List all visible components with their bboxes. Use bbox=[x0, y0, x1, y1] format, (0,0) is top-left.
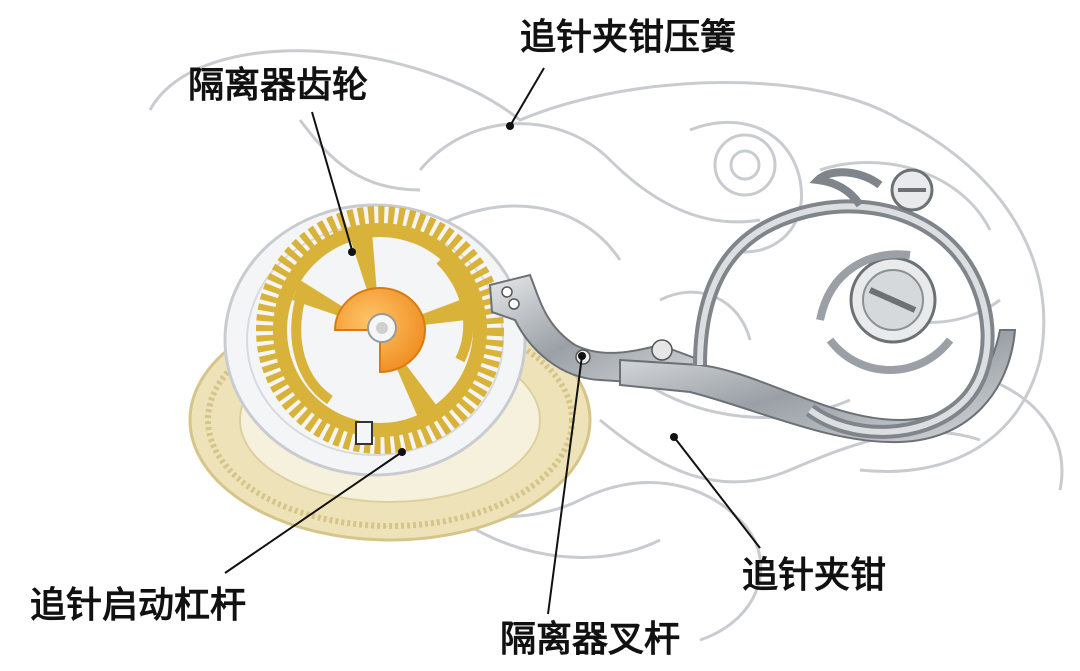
isolator-disc bbox=[333, 287, 427, 374]
clamp-spring bbox=[693, 168, 995, 439]
label-isolator-fork: 隔离器叉杆 bbox=[500, 619, 681, 660]
label-clamp-spring: 追针夹钳压簧 bbox=[520, 17, 737, 58]
leader-clamp bbox=[673, 436, 761, 549]
label-clamp: 追针夹钳 bbox=[742, 555, 887, 596]
leader-lines bbox=[224, 67, 761, 615]
chase-clamp bbox=[619, 329, 1017, 444]
isolator-fork bbox=[488, 273, 702, 387]
leader-start-lever bbox=[224, 451, 403, 574]
label-start-lever: 追针启动杠杆 bbox=[30, 585, 247, 626]
leader-isolator-gear bbox=[311, 111, 353, 251]
leader-clamp-spring bbox=[509, 67, 545, 127]
leader-dots bbox=[348, 122, 678, 456]
leader-isolator-fork bbox=[547, 355, 583, 615]
label-isolator-gear: 隔离器齿轮 bbox=[188, 65, 369, 106]
clamp-screw bbox=[816, 250, 954, 374]
